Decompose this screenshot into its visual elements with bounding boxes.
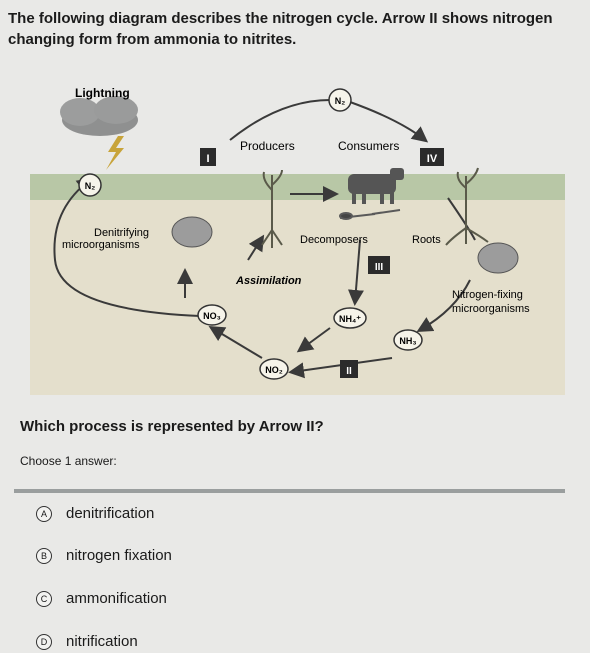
nitrogen-fixing-microbes-icon bbox=[477, 242, 519, 274]
arrow-i-badge bbox=[200, 148, 216, 166]
arrow-n2-to-producers bbox=[229, 99, 331, 141]
nh3-label: NH₃ bbox=[399, 336, 416, 346]
arrow-ii-badge bbox=[340, 360, 358, 378]
option-a[interactable]: A denitrification bbox=[36, 505, 154, 522]
n2-top-label: N₂ bbox=[335, 96, 346, 106]
divider bbox=[14, 489, 565, 493]
nitrogen-cycle-diagram: N₂ N₂ I IV III II NO₃ NH₄⁺ NH₃ NO₂ Light… bbox=[30, 86, 565, 395]
lightning-bolt-icon bbox=[106, 136, 124, 170]
arrow-iii-label: III bbox=[375, 262, 384, 273]
nh4-node bbox=[333, 307, 367, 329]
option-b[interactable]: B nitrogen fixation bbox=[36, 547, 172, 564]
consumers-label: Consumers bbox=[338, 139, 399, 153]
nitrogen-fixing-label-line2: microorganisms bbox=[452, 303, 530, 315]
arrow-i-label: I bbox=[206, 153, 209, 165]
cloud-icon bbox=[60, 96, 138, 136]
roots-plant-icon bbox=[445, 167, 489, 246]
n2-left-label: N₂ bbox=[85, 181, 96, 191]
denitrifying-microbes-icon bbox=[171, 216, 213, 248]
option-a-letter: A bbox=[36, 505, 52, 522]
nh3-node bbox=[393, 329, 423, 351]
option-c[interactable]: C ammonification bbox=[36, 590, 167, 607]
denitrifying-label-line1: Denitrifying bbox=[94, 227, 149, 239]
option-a-label: denitrification bbox=[66, 505, 155, 522]
no2-node bbox=[259, 358, 289, 380]
arrow-assimilation bbox=[247, 234, 265, 261]
lightning-label: Lightning bbox=[75, 86, 130, 100]
option-b-letter: B bbox=[36, 547, 52, 564]
question-intro: The following diagram describes the nitr… bbox=[8, 10, 553, 48]
option-c-label: ammonification bbox=[66, 590, 167, 607]
assimilation-label: Assimilation bbox=[235, 275, 302, 287]
decomposer-icon bbox=[339, 209, 401, 220]
arrow-ii-label: II bbox=[346, 366, 352, 377]
denitrifying-label-line2: microorganisms bbox=[62, 239, 140, 251]
option-b-label: nitrogen fixation bbox=[66, 547, 172, 564]
no3-label: NO₃ bbox=[203, 311, 221, 321]
choose-label: Choose 1 answer: bbox=[20, 454, 117, 468]
option-d-letter: D bbox=[36, 633, 52, 650]
no2-label: NO₂ bbox=[265, 365, 283, 375]
decomposers-label: Decomposers bbox=[300, 234, 368, 246]
nitrogen-fixing-label-line1: Nitrogen-fixing bbox=[452, 289, 523, 301]
arrow-n2-to-consumers bbox=[349, 101, 429, 143]
n2-top-node bbox=[328, 88, 352, 112]
n2-left-node bbox=[78, 173, 102, 197]
arrow-no2-to-no3 bbox=[208, 325, 263, 359]
arrow-fixing-to-nh3 bbox=[416, 279, 471, 332]
option-d[interactable]: D nitrification bbox=[36, 633, 138, 650]
arrow-denitrification-loop bbox=[53, 177, 201, 317]
producers-label: Producers bbox=[240, 139, 295, 153]
nh4-label: NH₄⁺ bbox=[339, 314, 361, 324]
no3-node bbox=[197, 304, 227, 326]
grass-strip bbox=[30, 174, 565, 200]
cow-icon bbox=[348, 168, 404, 204]
arrow-decomposers-to-nh4 bbox=[347, 239, 364, 306]
arrow-iii-badge bbox=[368, 256, 390, 274]
arrow-iv-badge bbox=[420, 148, 444, 166]
producer-plant-icon bbox=[261, 169, 283, 248]
arrow-nh4-to-no2 bbox=[296, 327, 331, 353]
option-d-label: nitrification bbox=[66, 633, 138, 650]
question-text: Which process is represented by Arrow II… bbox=[20, 418, 324, 435]
option-c-letter: C bbox=[36, 590, 52, 607]
roots-label: Roots bbox=[412, 234, 441, 246]
arrow-iv-label: IV bbox=[427, 153, 438, 165]
